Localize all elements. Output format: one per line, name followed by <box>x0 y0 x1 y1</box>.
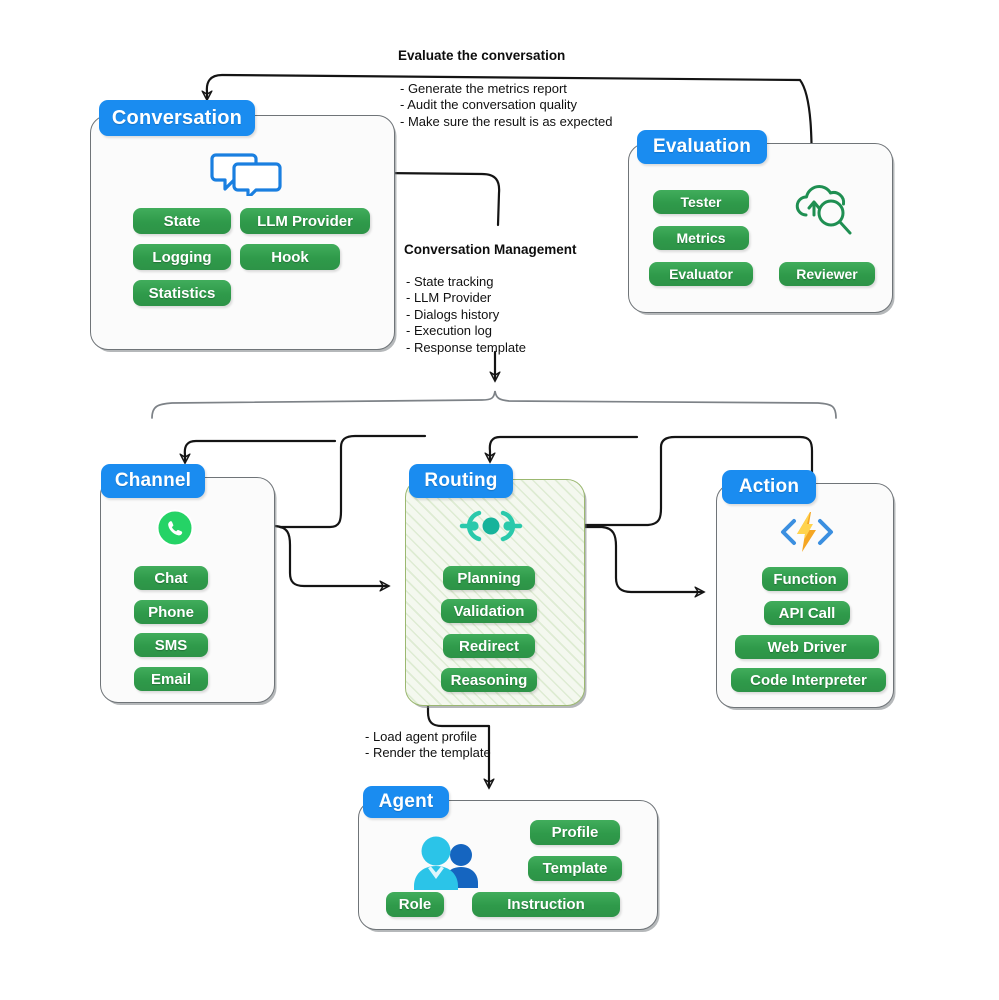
evaluate-note-item: - Generate the metrics report <box>400 81 567 96</box>
pill-logging[interactable]: Logging <box>133 244 231 270</box>
pill-template[interactable]: Template <box>528 856 622 881</box>
wire-brace-to-routing <box>490 435 639 461</box>
wire-brace-to-channel <box>185 439 337 462</box>
routing-header[interactable]: Routing <box>409 464 513 498</box>
agent-link-item: - Render the template <box>365 745 491 761</box>
whatsapp-icon <box>156 509 194 547</box>
cm-item: - Dialogs history <box>406 306 500 322</box>
pill-role[interactable]: Role <box>386 892 444 917</box>
agent-header[interactable]: Agent <box>363 786 449 818</box>
wire-channel-up-to-routing-top <box>278 434 427 529</box>
chat-bubbles-icon <box>210 148 284 200</box>
pill-redirect[interactable]: Redirect <box>443 634 535 658</box>
pill-instruction[interactable]: Instruction <box>472 892 620 917</box>
pill-evaluator[interactable]: Evaluator <box>649 262 753 286</box>
conversation-management-title: Conversation Management <box>404 242 577 257</box>
pill-llm-provider[interactable]: LLM Provider <box>240 208 370 234</box>
pill-tester[interactable]: Tester <box>653 190 749 214</box>
action-header[interactable]: Action <box>722 470 816 504</box>
evaluate-note-item: - Make sure the result is as expected <box>400 113 613 129</box>
conversation-header[interactable]: Conversation <box>99 100 255 136</box>
cm-item: - State tracking <box>406 274 494 289</box>
evaluation-header[interactable]: Evaluation <box>637 130 767 164</box>
wire-routing-to-action <box>525 525 703 592</box>
pill-profile[interactable]: Profile <box>530 820 620 845</box>
pill-reviewer[interactable]: Reviewer <box>779 262 875 286</box>
evaluate-note-title: Evaluate the conversation <box>398 48 566 63</box>
cloud-search-icon <box>792 182 860 238</box>
pill-chat[interactable]: Chat <box>134 566 208 590</box>
pill-api-call[interactable]: API Call <box>764 601 850 625</box>
pill-phone[interactable]: Phone <box>134 600 208 624</box>
pill-hook[interactable]: Hook <box>240 244 340 270</box>
channel-panel[interactable] <box>100 477 275 703</box>
pill-statistics[interactable]: Statistics <box>133 280 231 306</box>
conversation-management-list: - State tracking - LLM Provider - Dialog… <box>406 274 526 356</box>
pill-function[interactable]: Function <box>762 567 848 591</box>
pill-code-interpreter[interactable]: Code Interpreter <box>731 668 886 692</box>
agent-link-item: - Load agent profile <box>365 729 478 744</box>
routing-panel[interactable] <box>405 479 585 706</box>
pill-sms[interactable]: SMS <box>134 633 208 657</box>
pill-state[interactable]: State <box>133 208 231 234</box>
wire-routing-up-to-action-top <box>528 435 814 529</box>
code-lightning-icon <box>779 508 835 556</box>
cm-item: - Execution log <box>406 323 492 339</box>
pill-email[interactable]: Email <box>134 667 208 691</box>
pill-metrics[interactable]: Metrics <box>653 226 749 250</box>
evaluate-note-list: - Generate the metrics report - Audit th… <box>400 81 612 130</box>
cm-item: - LLM Provider <box>406 290 492 306</box>
brace-split <box>151 390 837 419</box>
cm-item: - Response template <box>406 339 526 355</box>
router-hub-icon <box>458 503 524 549</box>
wire-conversation-to-management <box>271 170 501 227</box>
channel-header[interactable]: Channel <box>101 464 205 498</box>
agent-link-note: - Load agent profile - Render the templa… <box>365 729 491 762</box>
pill-web-driver[interactable]: Web Driver <box>735 635 879 659</box>
wire-routing-to-agent <box>426 532 489 787</box>
pill-reasoning[interactable]: Reasoning <box>441 668 537 692</box>
pill-planning[interactable]: Planning <box>443 566 535 590</box>
users-icon <box>408 832 480 892</box>
evaluate-note-item: - Audit the conversation quality <box>400 97 578 113</box>
pill-validation[interactable]: Validation <box>441 599 537 623</box>
